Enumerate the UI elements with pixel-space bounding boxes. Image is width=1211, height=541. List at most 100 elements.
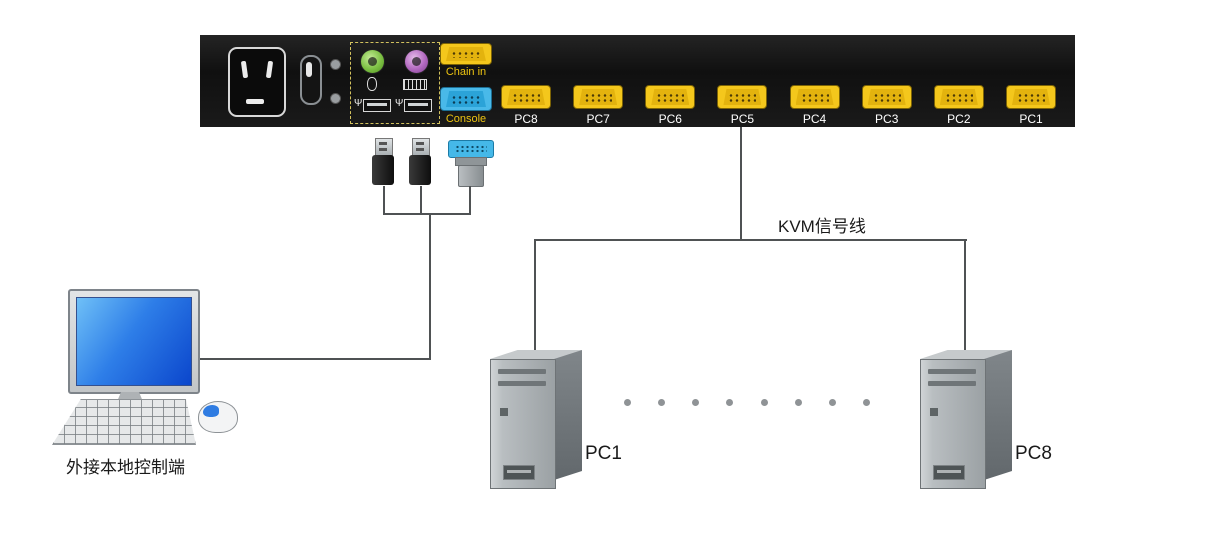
monitor-screen-icon	[76, 297, 192, 386]
pc-port-label: PC2	[947, 112, 971, 126]
kvm-cable-line	[534, 239, 536, 352]
usb-plug-icon	[371, 138, 395, 186]
pc-port-label: PC5	[730, 112, 755, 126]
drive-slot-icon	[928, 381, 976, 386]
mouse-icon	[367, 77, 377, 91]
pc-port-label: PC6	[658, 112, 682, 126]
usb-symbol-icon: Ψ	[354, 98, 363, 109]
drive-slot-icon	[498, 381, 546, 386]
pc-port-label: PC8	[514, 112, 538, 126]
vga-port-icon	[933, 85, 984, 109]
cable-line	[383, 186, 385, 214]
power-button-icon	[930, 408, 938, 416]
chain-in-port-icon	[440, 43, 492, 65]
screw-icon	[330, 59, 341, 70]
kvm-cable-line	[964, 239, 966, 352]
usb-slot-icon	[404, 99, 432, 112]
tower-front-face	[920, 359, 986, 489]
cable-line	[429, 213, 431, 360]
pc-port-label: PC7	[586, 112, 610, 126]
power-pin-icon	[265, 60, 274, 79]
pc-port: PC6	[644, 85, 696, 126]
pc-ports-row: PC8 PC7 PC6 PC5 PC4 PC3	[500, 85, 1057, 126]
screw-icon	[330, 93, 341, 104]
ps2-keyboard-port-icon	[404, 49, 429, 74]
ellipsis-dots	[624, 399, 870, 406]
power-pin-icon	[240, 60, 249, 79]
usb-plug-icon	[408, 138, 432, 186]
tower-side-face	[984, 350, 1012, 480]
pc-tower-pc1-icon	[490, 350, 582, 489]
ellipsis-dot	[692, 399, 700, 406]
tower-side-face	[554, 350, 582, 480]
vga-port-icon	[717, 85, 768, 109]
usb-plug-tip-icon	[412, 138, 430, 156]
keyboard-device-icon	[52, 399, 196, 445]
usb-port-icon: Ψ	[395, 98, 432, 112]
kvm-cable-label: KVM信号线	[778, 217, 866, 236]
pc-port-label: PC1	[1019, 112, 1043, 126]
usb-plug-body-icon	[409, 155, 431, 185]
drive-slot-icon	[498, 369, 546, 374]
keyboard-icon	[403, 79, 427, 90]
cable-line	[469, 186, 471, 214]
power-button-icon	[500, 408, 508, 416]
power-switch-icon	[300, 55, 322, 105]
ellipsis-dot	[726, 399, 734, 406]
console-port-icon	[440, 87, 492, 111]
tower-front-face	[490, 359, 556, 489]
pc-port: PC8	[500, 85, 552, 126]
usb-port-icon: Ψ	[354, 98, 391, 112]
tower-top-face	[920, 350, 1012, 359]
pc1-label: PC1	[585, 443, 622, 464]
tower-badge-icon	[503, 465, 535, 480]
vga-plug-grip-icon	[458, 165, 484, 187]
ps2-mouse-port-icon	[360, 49, 385, 74]
pc-port: PC2	[933, 85, 985, 126]
cable-line	[420, 186, 422, 214]
kvm-cable-line	[740, 127, 742, 241]
vga-port-icon	[645, 85, 696, 109]
ellipsis-dot	[624, 399, 631, 406]
pc-port: PC5	[716, 85, 768, 126]
ellipsis-dot	[760, 399, 768, 406]
mouse-device-icon	[198, 401, 238, 433]
vga-port-icon	[501, 85, 551, 109]
ellipsis-dot	[794, 399, 802, 406]
kvm-switch-rear-panel: Ψ Ψ Chain in Console PC8 PC7 PC6	[200, 35, 1075, 127]
vga-port-icon	[1005, 85, 1056, 109]
cable-line	[383, 213, 471, 215]
local-console-label: 外接本地控制端	[66, 458, 185, 477]
pc8-label: PC8	[1015, 443, 1052, 464]
monitor-icon	[68, 289, 200, 394]
tower-badge-icon	[933, 465, 965, 480]
vga-plug-icon	[448, 140, 494, 187]
chain-in-label: Chain in	[445, 66, 487, 78]
pc-tower-pc8-icon	[920, 350, 1012, 489]
ellipsis-dot	[828, 399, 836, 406]
usb-symbol-icon: Ψ	[395, 98, 404, 109]
console-label: Console	[445, 113, 487, 125]
ellipsis-dot	[862, 399, 870, 406]
cable-line	[196, 358, 431, 360]
power-inlet-icon	[228, 47, 286, 117]
power-pin-icon	[246, 99, 264, 104]
pc-port-label: PC3	[875, 112, 899, 126]
usb-plug-tip-icon	[375, 138, 393, 156]
pc-port: PC3	[861, 85, 913, 126]
usb-slot-icon	[363, 99, 391, 112]
drive-slot-icon	[928, 369, 976, 374]
pc-port: PC1	[1005, 85, 1057, 126]
vga-port-icon	[861, 85, 912, 109]
usb-plug-body-icon	[372, 155, 394, 185]
vga-plug-head-icon	[448, 140, 494, 158]
tower-top-face	[490, 350, 582, 359]
pc-port-label: PC4	[802, 112, 827, 126]
vga-port-icon	[789, 85, 840, 109]
console-ports-group: Ψ Ψ	[350, 42, 440, 124]
vga-port-icon	[573, 85, 624, 109]
pc-port: PC7	[572, 85, 624, 126]
pc-port: PC4	[789, 85, 841, 126]
ellipsis-dot	[658, 399, 666, 406]
